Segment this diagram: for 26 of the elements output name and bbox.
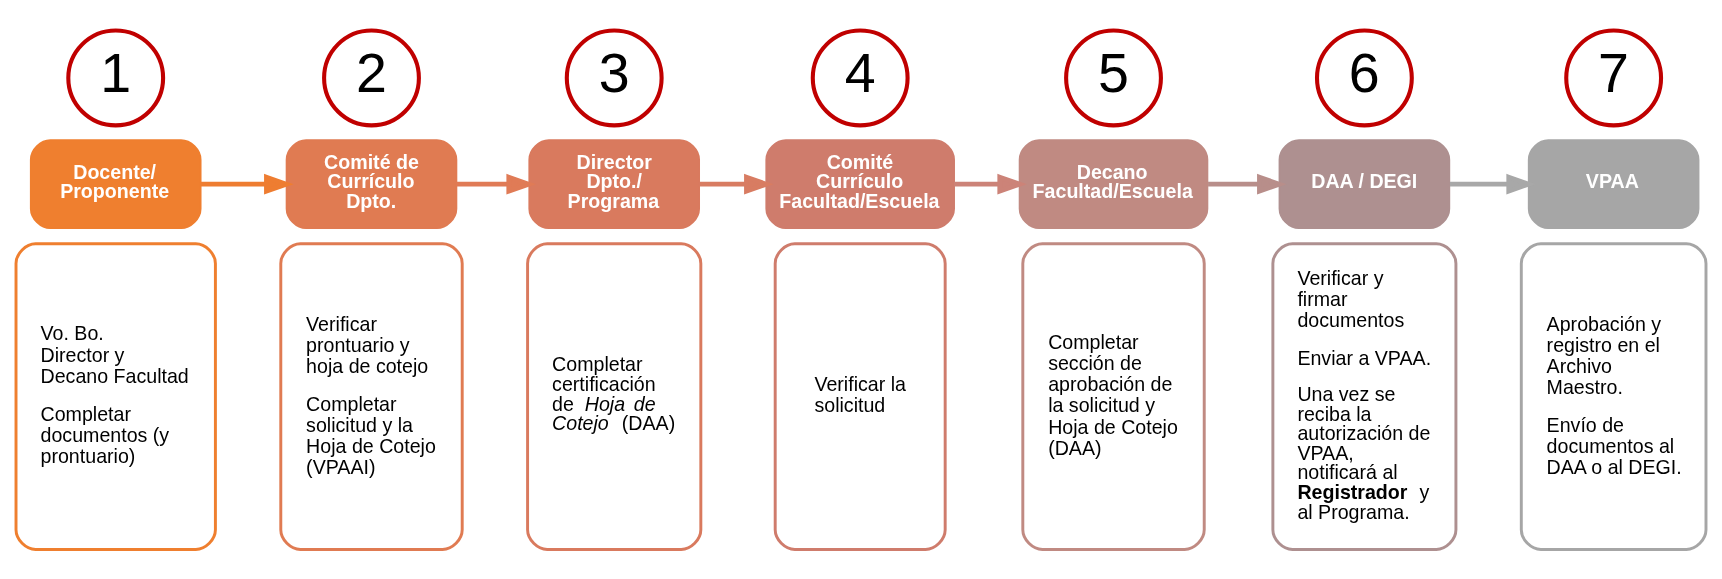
- arrow: [456, 173, 536, 194]
- node-box: Verificar y firmar documentos Enviar a VPAA. Una vez se reciba la autorización de VPAA, notificará al Registrador y al Programa.: [1271, 241, 1458, 551]
- arrow: [1208, 173, 1287, 194]
- node-circle: 5: [1064, 28, 1163, 127]
- node-box: Vo. Bo. Director y Decano Facultad Completar documentos (y prontuario): [14, 241, 217, 551]
- node-box: Comité de Currículo Dpto.: [285, 138, 458, 229]
- node-circle: 7: [1564, 28, 1664, 127]
- node-box: DAA / DEGI: [1278, 138, 1451, 229]
- node-circle: 2: [322, 28, 421, 127]
- node-circle: 4: [810, 28, 910, 127]
- node-box: Aprobación y registro en el Archivo Maestro. Envío de documentos al DAA o al DEGI.: [1519, 241, 1708, 551]
- node-box: Decano Facultad/Escuela: [1018, 138, 1209, 229]
- node-box: Completar certificación de Hoja de Cotejo (DAA): [526, 241, 703, 551]
- arrow: [954, 173, 1027, 194]
- arrow: [699, 173, 774, 194]
- node-box: Verificar prontuario y hoja de cotejo Completar solicitud y la Hoja de Cotejo (VPAAI): [279, 241, 464, 551]
- node-circle: 6: [1314, 28, 1414, 127]
- node-box: Docente/ Proponente: [29, 138, 202, 229]
- node-circle: 1: [66, 28, 166, 127]
- node-box: VPAA: [1527, 138, 1700, 229]
- node-box: Comité Currículo Facultad/Escuela: [765, 138, 955, 229]
- node-box: Completar sección de aprobación de la solicitud y Hoja de Cotejo (DAA): [1021, 241, 1206, 551]
- node-box: Director Dpto./ Programa: [528, 138, 700, 229]
- node-box: Verificar la solicitud: [773, 241, 947, 551]
- arrow: [200, 173, 294, 194]
- node-circle: 3: [564, 28, 664, 127]
